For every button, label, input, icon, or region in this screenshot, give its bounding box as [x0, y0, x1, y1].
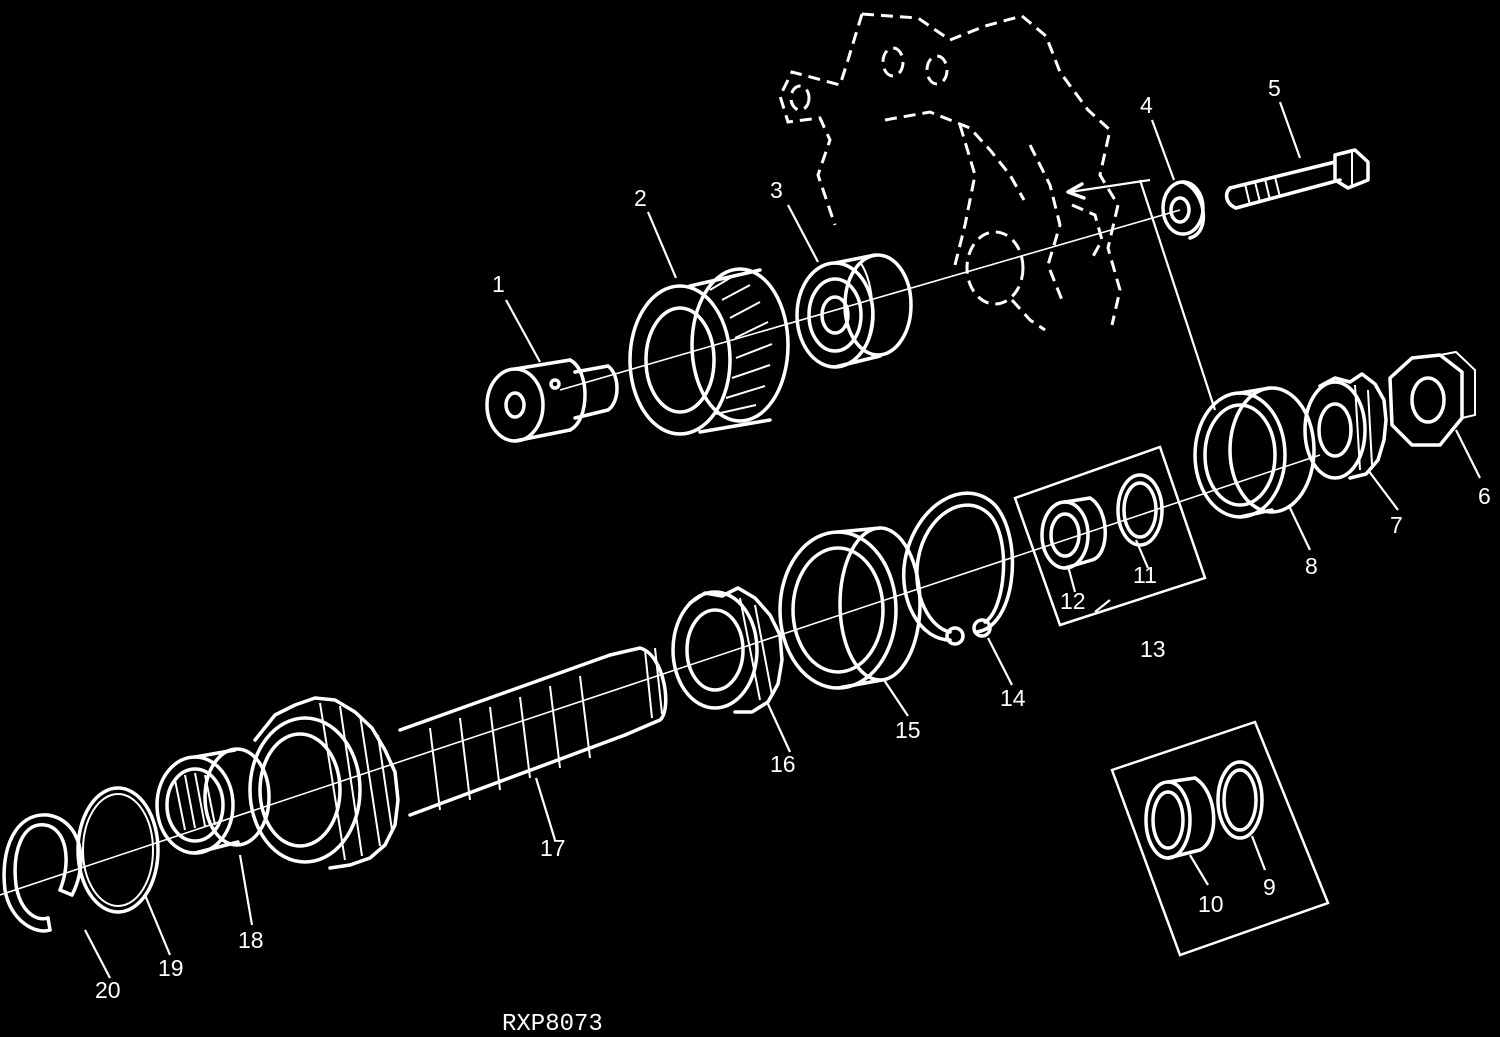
- callout-9: 9: [1263, 874, 1276, 900]
- callout-1: 1: [492, 271, 505, 297]
- callout-labels: 1 2 3 4 5 6 7 8 9 10 11 12 13 14 15 16 1…: [95, 75, 1491, 1003]
- figure-code: RXP8073: [502, 1011, 603, 1037]
- part-14-snap-ring: [902, 491, 1015, 646]
- part-15-bearing-cup: [778, 526, 922, 690]
- part-3-bearing: [795, 253, 913, 369]
- callout-2: 2: [634, 185, 647, 211]
- callout-6: 6: [1478, 483, 1491, 509]
- leader-lines: [84, 101, 1481, 979]
- part-10-cone: [1144, 776, 1216, 860]
- part-18-needle-bearing: [155, 747, 271, 855]
- arrow-head: [1066, 182, 1086, 200]
- part-11-shim: [1116, 473, 1164, 547]
- callout-12: 12: [1060, 588, 1086, 614]
- callout-19: 19: [158, 955, 184, 981]
- part-12-cone: [1040, 496, 1107, 570]
- part-5-cap-screw: [1224, 148, 1370, 210]
- callout-15: 15: [895, 717, 921, 743]
- callout-14: 14: [1000, 685, 1026, 711]
- part-2-helical-gear: [628, 267, 790, 436]
- callout-18: 18: [238, 927, 264, 953]
- assembly-arrow: [1069, 178, 1151, 194]
- housing-outline: [778, 12, 1122, 332]
- callout-8: 8: [1305, 553, 1318, 579]
- callout-20: 20: [95, 977, 121, 1003]
- part-9-shim: [1216, 760, 1264, 840]
- callout-16: 16: [770, 751, 796, 777]
- callout-4: 4: [1140, 92, 1153, 118]
- part-7-spur-gear: [1303, 372, 1388, 480]
- callout-10: 10: [1198, 891, 1224, 917]
- part-6-nut: [1388, 350, 1476, 447]
- part-17-gear-shaft: [248, 646, 668, 870]
- parts-9-10-box: [1110, 720, 1330, 957]
- part-1-bushing: [485, 358, 619, 443]
- callout-17: 17: [540, 835, 566, 861]
- callout-5: 5: [1268, 75, 1281, 101]
- part-19-ring: [76, 786, 160, 914]
- part-16-bearing-cone: [671, 586, 784, 714]
- part-13-box: [1013, 445, 1207, 627]
- callout-3: 3: [770, 177, 783, 203]
- part-8-bearing-cup: [1193, 386, 1316, 519]
- callout-7: 7: [1390, 512, 1403, 538]
- callout-13: 13: [1140, 636, 1166, 662]
- part-4-washer: [1161, 180, 1206, 240]
- callout-11: 11: [1133, 562, 1157, 588]
- part-20-split-ring: [2, 813, 83, 933]
